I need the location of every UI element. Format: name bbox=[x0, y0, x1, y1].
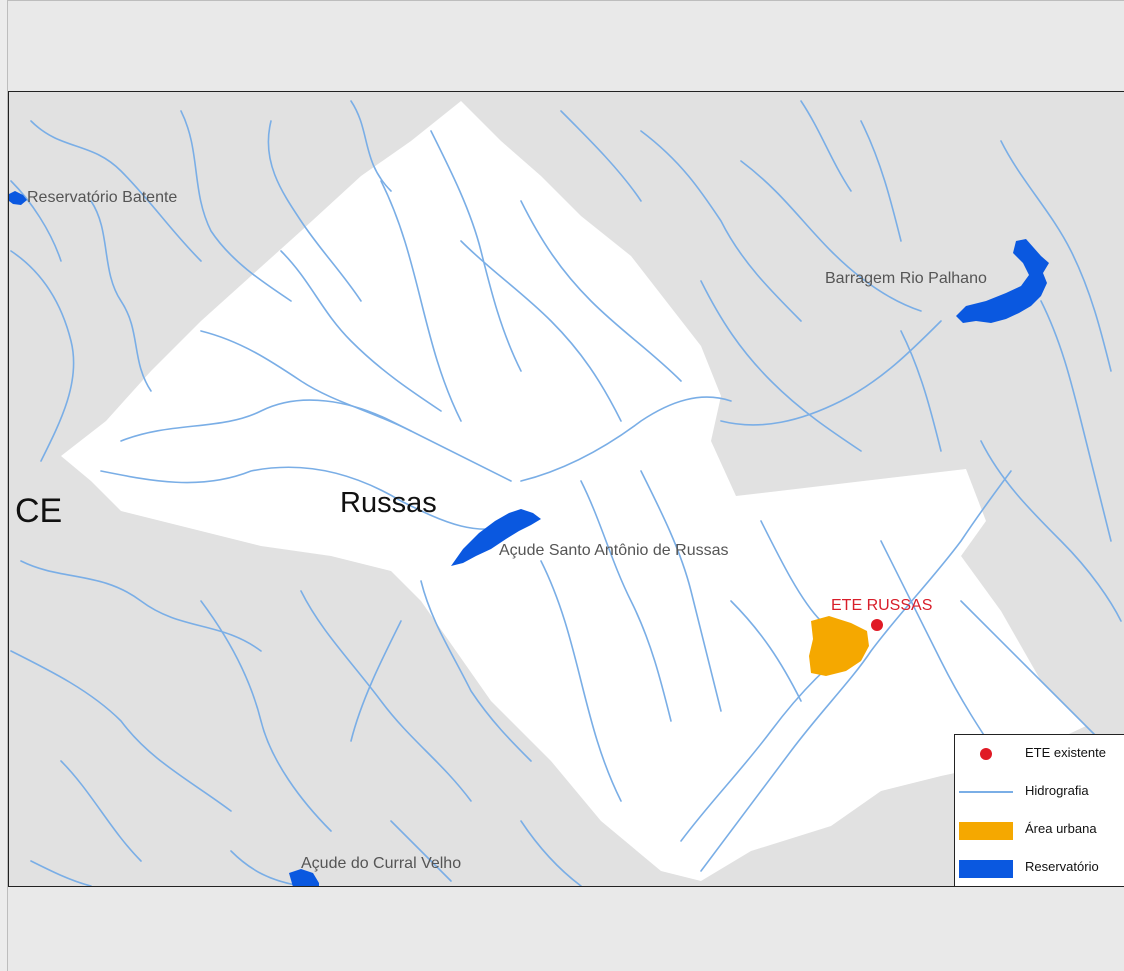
map-layer bbox=[9, 100, 1122, 886]
reservoir-curral-velho-label: Açude do Curral Velho bbox=[301, 855, 462, 872]
river-network bbox=[10, 100, 1122, 886]
legend-label: Hidrografia bbox=[1025, 783, 1089, 798]
map-canvas[interactable]: CE Russas Reservatório Batente Barragem … bbox=[8, 91, 1124, 887]
reservoir-layer bbox=[9, 191, 1049, 886]
red-dot-icon bbox=[980, 748, 992, 760]
legend-item-ete: ETE existente bbox=[955, 735, 1124, 773]
legend-label: Área urbana bbox=[1025, 821, 1097, 836]
legend-label: Reservatório bbox=[1025, 859, 1099, 874]
ete-label: ETE RUSSAS bbox=[831, 597, 933, 614]
reservoir-curral-velho-shape bbox=[289, 869, 319, 886]
orange-area-icon bbox=[959, 822, 1013, 840]
reservoir-santo-antonio-shape bbox=[451, 509, 541, 566]
legend-label: ETE existente bbox=[1025, 745, 1106, 760]
urban-area-shape bbox=[809, 616, 869, 676]
legend: ETE existente Hidrografia Área urbana Re… bbox=[954, 734, 1124, 886]
blue-line-icon bbox=[959, 791, 1013, 793]
reservoir-palhano-label: Barragem Rio Palhano bbox=[825, 270, 987, 287]
municipality-area bbox=[61, 101, 1086, 881]
legend-item-reservatorio: Reservatório bbox=[955, 849, 1124, 887]
reservoir-palhano-shape bbox=[956, 239, 1049, 323]
state-label: CE bbox=[15, 492, 63, 530]
blue-area-icon bbox=[959, 860, 1013, 878]
legend-item-area-urbana: Área urbana bbox=[955, 811, 1124, 849]
legend-item-hidrografia: Hidrografia bbox=[955, 773, 1124, 811]
ete-marker bbox=[871, 619, 883, 631]
reservoir-santo-antonio-label: Açude Santo Antônio de Russas bbox=[499, 542, 729, 559]
municipality-label: Russas bbox=[340, 487, 437, 519]
reservoir-batente-shape bbox=[9, 191, 27, 205]
reservoir-batente-label: Reservatório Batente bbox=[27, 189, 178, 206]
